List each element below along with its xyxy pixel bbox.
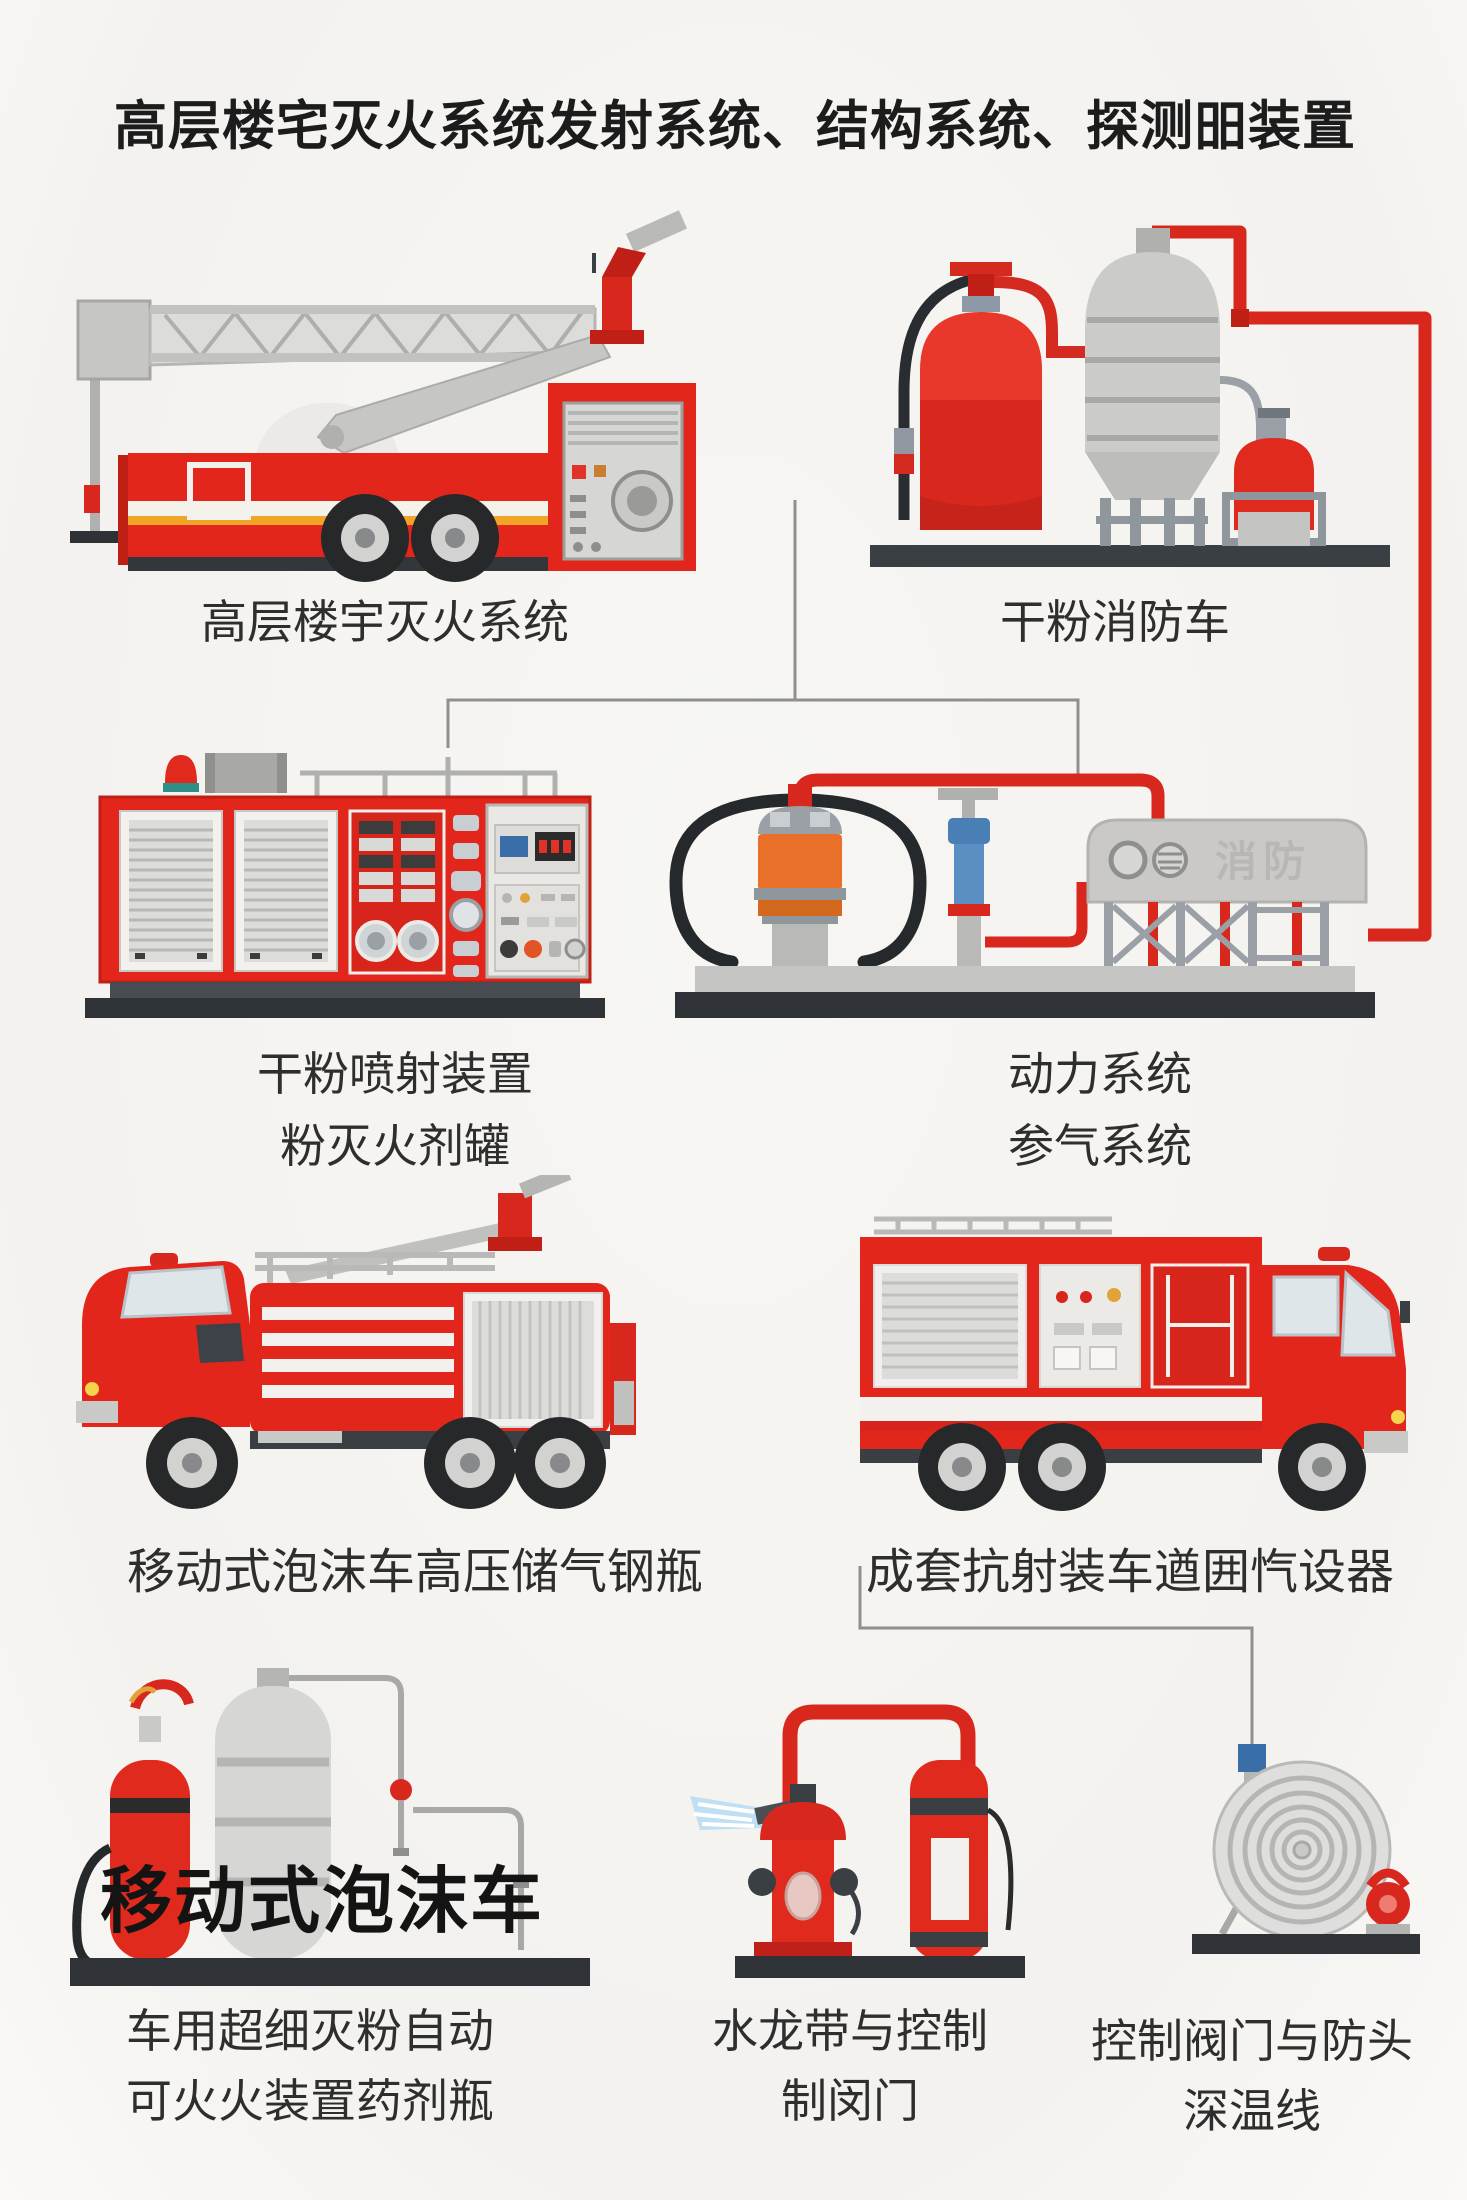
foam-unit-illustration — [70, 1668, 590, 1986]
wheels — [918, 1423, 1366, 1511]
red-agent-tank — [920, 262, 1042, 530]
foam-unit-overlay-title: 移动式泡沫车 — [100, 1859, 545, 1943]
gray-pressure-tank — [1085, 228, 1220, 546]
red-link-pipe — [993, 276, 1085, 358]
page-title: 高层楼宅灭火系统发射系统、结构系统、探测昍装置 — [114, 96, 1356, 157]
aerial-ladder — [76, 299, 597, 381]
vent-panel — [348, 809, 446, 975]
machine-platform — [695, 966, 1355, 992]
gas-machine — [1086, 818, 1368, 966]
blue-valve — [938, 788, 998, 968]
red-supply-pipe — [1152, 225, 1432, 942]
machine-marking: 消防 — [1215, 837, 1312, 886]
boom-arm — [255, 333, 612, 465]
kit-truck-illustration — [860, 1216, 1410, 1511]
platform — [870, 545, 1390, 567]
shutter-door-2 — [234, 810, 338, 972]
unit-skid — [110, 982, 580, 998]
red-arch-pipe — [782, 1704, 976, 1830]
foam-truck-illustration — [76, 1175, 636, 1509]
ladder-truck-illustration — [70, 210, 696, 582]
shutter-door-1 — [119, 810, 223, 972]
truck-cab — [76, 1253, 250, 1427]
hose-reel-illustration — [1192, 1744, 1420, 1954]
powder-unit-illustration — [85, 753, 605, 1018]
control-panel — [485, 803, 589, 979]
reel-pump — [1366, 1868, 1410, 1936]
red-feed-pipe — [985, 882, 1088, 948]
roof-monitor — [255, 1175, 572, 1284]
pump-system-illustration — [669, 773, 1375, 1018]
hose-coil — [1212, 1760, 1392, 1940]
roof-ladder — [874, 1216, 1112, 1235]
button-column — [449, 815, 483, 977]
truck-cab — [1262, 1247, 1410, 1453]
agent-cylinder — [910, 1760, 1014, 1960]
machine-base — [675, 992, 1375, 1018]
powder-tank-illustration — [870, 228, 1390, 567]
wheels — [321, 494, 499, 582]
connector-top — [446, 500, 1080, 778]
connector-bottom — [858, 1566, 1254, 1776]
water-cannon — [590, 210, 688, 344]
truck-tank-body — [250, 1283, 636, 1449]
label-kit-truck: 成套抗射装车遒囲忾设器 — [865, 1544, 1394, 1600]
black-hose — [894, 274, 972, 520]
unit-base — [85, 998, 605, 1018]
foam-unit-base — [70, 1958, 590, 1986]
gray-link-pipe — [1219, 376, 1264, 448]
label-foam-truck: 移动式泡沫车高压储气钢瓶 — [126, 1544, 703, 1600]
hydrant-illustration — [690, 1704, 1025, 1978]
small-red-tank — [1222, 408, 1326, 546]
label-powder-unit: 干粉喷射装置 粉灭火剂罐 — [257, 1047, 533, 1173]
label-ladder-truck: 高层楼宇灭火系统 — [201, 595, 569, 649]
reel-base — [1192, 1934, 1420, 1954]
fire-hydrant — [748, 1784, 861, 1960]
submersible-pump — [754, 784, 846, 968]
wheels — [146, 1417, 606, 1509]
label-powder-truck: 干粉消防车 — [1000, 595, 1230, 649]
red-pipe-fitting — [1231, 309, 1249, 327]
caption-hose-reel: 控制阀门与防头 深温线 — [1091, 2014, 1413, 2138]
hydrant-base — [735, 1956, 1025, 1978]
caption-foam-unit: 车用超细灭粉自动 可火火装置药剂瓶 — [126, 2004, 494, 2128]
rear-control-box — [548, 383, 696, 571]
roof-equipment — [163, 753, 558, 797]
caption-hydrant: 水龙带与控制 制闵门 — [712, 2004, 988, 2128]
foam-tank — [215, 1668, 529, 1960]
label-pump-system: 动力系统 参气系统 — [1008, 1047, 1192, 1173]
